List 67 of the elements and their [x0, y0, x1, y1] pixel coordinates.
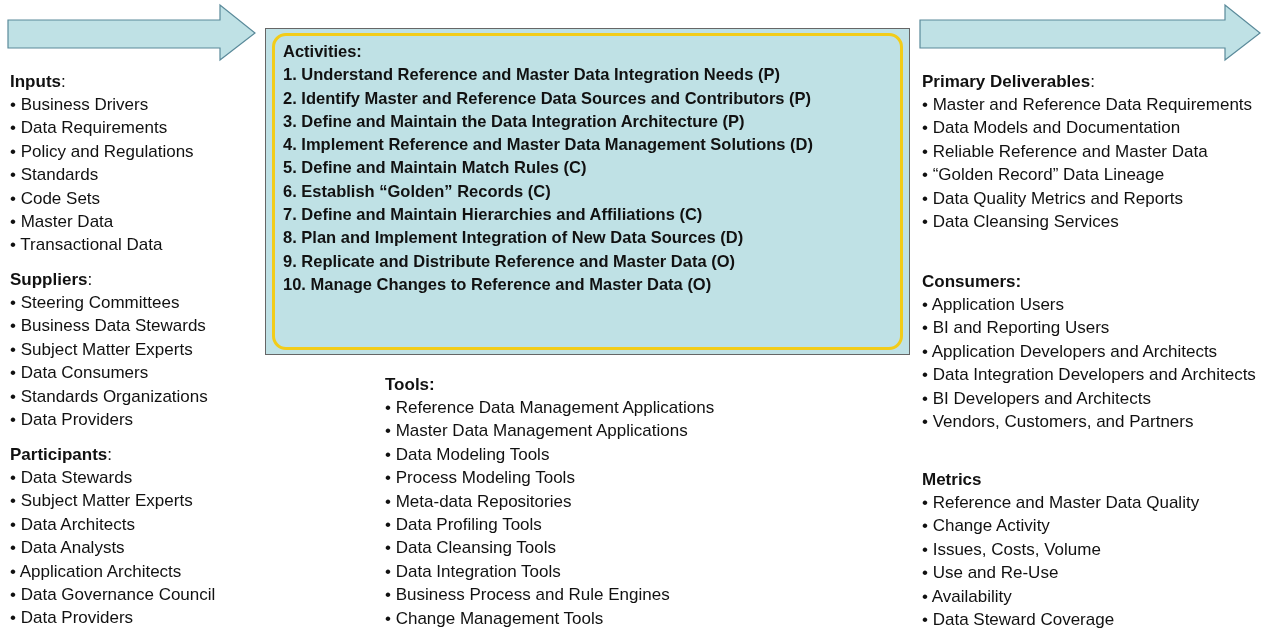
list-item: • Reliable Reference and Master Data [922, 140, 1209, 163]
list-item: • “Golden Record” Data Lineage [922, 164, 1166, 187]
section-heading: Inputs: [10, 71, 67, 93]
list-item: • Data Providers [10, 607, 135, 630]
section-heading: Primary Deliverables: [922, 71, 1096, 93]
list-item: • Standards [10, 164, 100, 187]
section-heading: Participants: [10, 444, 114, 466]
list-item: • Data Stewards [10, 467, 134, 489]
list-item: • Reference and Master Data Quality [922, 492, 1201, 514]
list-item: • Data Integration Tools [385, 560, 562, 583]
list-item: • Master and Reference Data Requirements [922, 94, 1254, 116]
list-item: • Availability [922, 585, 1013, 608]
section-heading: Tools: [385, 374, 436, 396]
list-item: • Vendors, Customers, and Partners [922, 411, 1195, 434]
list-item: • Data Governance Council [10, 584, 217, 607]
activity-item: 6. Establish “Golden” Records (C) [283, 180, 552, 202]
list-item: • Use and Re-Use [922, 562, 1060, 585]
list-item: • Business Data Stewards [10, 315, 207, 338]
activity-item: 1. Understand Reference and Master Data Integration Needs (P) [283, 64, 781, 86]
list-item: • Data Modeling Tools [385, 443, 551, 466]
list-item: • Data Cleansing Services [922, 211, 1120, 234]
list-item: • Master Data Management Applications [385, 420, 689, 443]
section-heading: Metrics [922, 469, 983, 491]
list-item: • Standards Organizations [10, 385, 209, 408]
section-heading: Suppliers: [10, 269, 94, 291]
list-item: • Transactional Data [10, 234, 164, 257]
activity-item: 10. Manage Changes to Reference and Master Data (O) [283, 273, 713, 295]
panel-heading: Activities: [283, 41, 363, 62]
list-item: • Application Users [922, 294, 1066, 316]
list-item: • Data Integration Developers and Architects [922, 364, 1257, 387]
list-item: • Data Consumers [10, 362, 150, 385]
list-item: • Business Process and Rule Engines [385, 584, 671, 607]
list-item: • Change Activity [922, 515, 1051, 538]
activities-panel [265, 28, 910, 355]
list-item: • Policy and Regulations [10, 140, 195, 163]
list-item: • Meta-data Repositories [385, 490, 573, 513]
list-item: • Process Modeling Tools [385, 467, 576, 490]
list-item: • Issues, Costs, Volume [922, 538, 1102, 561]
list-item: • Code Sets [10, 187, 102, 210]
list-item: • Data Quality Metrics and Reports [922, 187, 1185, 210]
activity-item: 4. Implement Reference and Master Data Management Solutions (D) [283, 134, 814, 156]
list-item: • Subject Matter Experts [10, 490, 194, 513]
activity-item: 8. Plan and Implement Integration of New Data Sources (D) [283, 227, 745, 249]
activity-item: 9. Replicate and Distribute Reference and Master Data (O) [283, 250, 737, 272]
list-item: • Reference Data Management Applications [385, 397, 716, 419]
activity-item: 2. Identify Master and Reference Data Sources and Contributors (P) [283, 87, 813, 109]
list-item: • Change Management Tools [385, 607, 605, 630]
list-item: • Data Cleansing Tools [385, 537, 557, 560]
list-item: • Data Profiling Tools [385, 514, 543, 537]
list-item: • Data Steward Coverage [922, 609, 1116, 632]
list-item: • Data Providers [10, 409, 135, 432]
list-item: • Application Architects [10, 560, 183, 583]
activity-item: 3. Define and Maintain the Data Integration Architecture (P) [283, 110, 746, 132]
activity-item: 5. Define and Maintain Match Rules (C) [283, 157, 588, 179]
list-item: • Data Requirements [10, 117, 169, 140]
list-item: • Application Developers and Architects [922, 340, 1219, 363]
list-item: • BI Developers and Architects [922, 387, 1152, 410]
list-item: • Data Analysts [10, 537, 126, 560]
list-item: • Subject Matter Experts [10, 338, 194, 361]
activity-item: 7. Define and Maintain Hierarchies and Affiliations (C) [283, 204, 704, 226]
list-item: • Data Models and Documentation [922, 117, 1182, 140]
list-item: • Data Architects [10, 513, 136, 536]
list-item: • Steering Committees [10, 292, 181, 314]
list-item: • Master Data [10, 211, 115, 234]
section-heading: Consumers: [922, 271, 1023, 293]
list-item: • BI and Reporting Users [922, 317, 1111, 340]
list-item: • Business Drivers [10, 94, 150, 116]
